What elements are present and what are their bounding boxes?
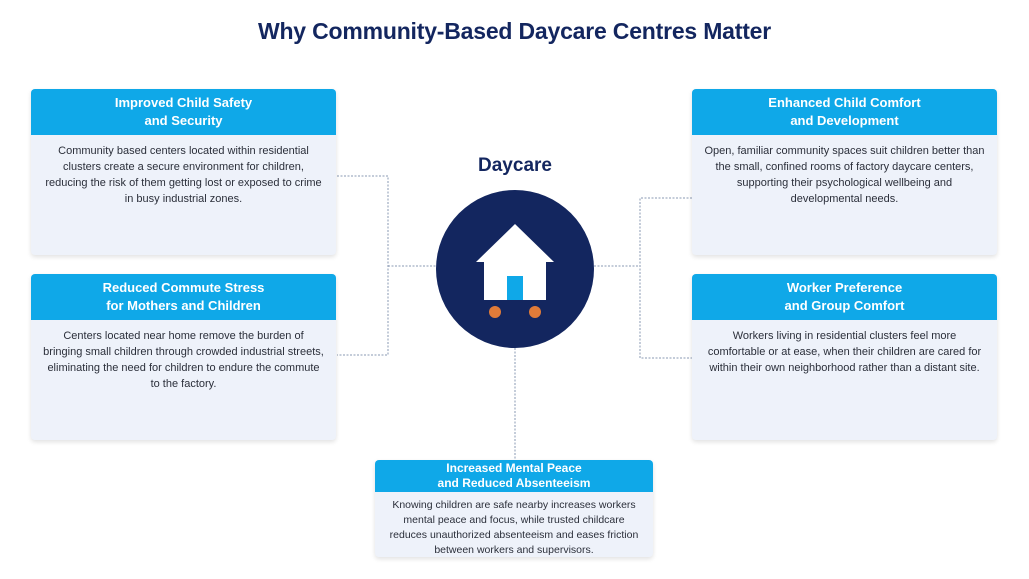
door-icon	[507, 276, 523, 300]
card-description: Open, familiar community spaces suit chi…	[704, 145, 985, 205]
card-child-comfort: Enhanced Child Comfort and Development O…	[692, 89, 997, 255]
card-child-safety: Improved Child Safety and Security Commu…	[31, 89, 336, 255]
card-title-line: and Development	[790, 113, 899, 128]
house-icon	[476, 224, 554, 318]
card-description: Centers located near home remove the bur…	[43, 330, 324, 390]
card-title-line: and Security	[144, 113, 223, 128]
card-description: Community based centers located within r…	[45, 145, 322, 205]
card-description: Workers living in residential clusters f…	[707, 330, 982, 374]
card-header: Increased Mental Peace and Reduced Absen…	[375, 460, 653, 492]
page-title: Why Community-Based Daycare Centres Matt…	[257, 18, 772, 44]
card-title-line: Enhanced Child Comfort	[768, 95, 921, 110]
card-header: Improved Child Safety and Security	[31, 89, 336, 135]
connector-right-bracket	[639, 197, 692, 359]
card-header: Worker Preference and Group Comfort	[692, 274, 997, 320]
card-title-line: Worker Preference	[786, 280, 903, 295]
card-title-line: for Mothers and Children	[106, 298, 261, 313]
wheel-icon	[489, 306, 501, 318]
card-header: Enhanced Child Comfort and Development	[692, 89, 997, 135]
card-mental-peace: Increased Mental Peace and Reduced Absen…	[375, 460, 653, 557]
card-title-line: Improved Child Safety	[114, 95, 253, 110]
wheel-icon	[529, 306, 541, 318]
card-title-line: Reduced Commute Stress	[102, 280, 265, 295]
center-label: Daycare	[478, 155, 552, 176]
connector-left-bracket	[337, 175, 389, 356]
card-title-line: Increased Mental Peace	[446, 461, 582, 475]
card-worker-preference: Worker Preference and Group Comfort Work…	[692, 274, 997, 440]
card-header: Reduced Commute Stress for Mothers and C…	[31, 274, 336, 320]
card-commute-stress: Reduced Commute Stress for Mothers and C…	[31, 274, 336, 440]
card-title-line: and Reduced Absenteeism	[437, 476, 591, 490]
card-description: Knowing children are safe nearby increas…	[389, 499, 639, 556]
card-title-line: and Group Comfort	[784, 298, 905, 313]
daycare-hub	[436, 190, 594, 348]
